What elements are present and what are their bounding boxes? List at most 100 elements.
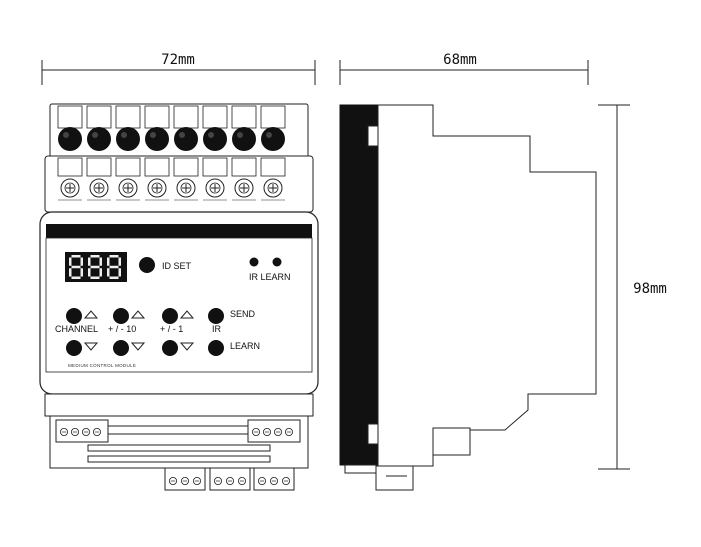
learn-led-indicator [272, 257, 282, 267]
learn-label: LEARN [230, 341, 260, 351]
middle-rib [202, 157, 228, 177]
digit-segment [88, 257, 91, 266]
side-front-foot [344, 464, 378, 474]
channel-down-button[interactable] [66, 340, 82, 356]
side-front-face [339, 104, 379, 466]
height-label: 98mm [633, 281, 667, 297]
terminal-cap [116, 127, 140, 151]
side-front-notch-bottom [367, 423, 379, 445]
plus-minus-10-down-arrow-icon [130, 342, 146, 351]
plus-minus-1-label: + / - 1 [160, 324, 183, 334]
top-terminal-caps [58, 127, 285, 151]
middle-rib [57, 157, 83, 177]
terminal-cap-highlight [266, 132, 272, 138]
plus-minus-1-up-button[interactable] [162, 308, 178, 324]
terminal-cap [87, 127, 111, 151]
digit-segment [109, 265, 119, 269]
digit-segment [109, 255, 119, 258]
middle-terminal-ribs [57, 157, 286, 177]
width-label: 72mm [161, 52, 195, 68]
top-rib [57, 105, 83, 129]
digit-segment [69, 257, 72, 266]
top-screw-terminals [58, 178, 285, 201]
digit-segment [109, 276, 119, 279]
display-digits [69, 255, 121, 279]
top-rib [260, 105, 286, 129]
plus-minus-10-label: + / - 10 [108, 324, 136, 334]
digit-segment [99, 268, 102, 277]
bottom-connector-side [375, 465, 414, 491]
channel-down-arrow-icon [83, 342, 99, 351]
digit-segment [90, 255, 100, 258]
terminal-cap-highlight [179, 132, 185, 138]
terminal-cap-highlight [208, 132, 214, 138]
plus-minus-10-down-button[interactable] [113, 340, 129, 356]
terminal-cap-highlight [63, 132, 69, 138]
middle-rib [86, 157, 112, 177]
side-body [377, 104, 597, 467]
top-rib [202, 105, 228, 129]
channel-up-arrow-icon [83, 310, 99, 319]
lower-body [44, 393, 314, 417]
middle-rib [260, 157, 286, 177]
channel-label: CHANNEL [55, 324, 98, 334]
terminal-cap [232, 127, 256, 151]
channel-up-button[interactable] [66, 308, 82, 324]
front-view: 888 ID SET IR LEARN SEND CHANNEL + / - 1… [39, 103, 319, 491]
plus-minus-10-up-arrow-icon [130, 310, 146, 319]
top-rib [86, 105, 112, 129]
learn-ir-button[interactable] [208, 340, 224, 356]
panel-top-band [46, 224, 312, 238]
din-latch [432, 427, 471, 456]
depth-label: 68mm [443, 52, 477, 68]
bottom-side-screws [60, 427, 293, 436]
terminal-cap [145, 127, 169, 151]
terminal-cap [261, 127, 285, 151]
terminal-cap [174, 127, 198, 151]
digit-segment [69, 268, 72, 277]
middle-rib [115, 157, 141, 177]
digit-segment [107, 257, 110, 266]
top-terminal-ribs [57, 105, 286, 129]
width-dimension: 72mm [41, 52, 316, 85]
terminal-cap-highlight [92, 132, 98, 138]
terminal-cap [203, 127, 227, 151]
side-front-notch-top [367, 125, 379, 147]
send-label: SEND [230, 309, 256, 319]
top-rib [144, 105, 170, 129]
din-slot-middle [87, 444, 271, 452]
digit-segment [71, 276, 81, 279]
seven-segment-display: 888 [65, 252, 127, 282]
terminal-cap-highlight [237, 132, 243, 138]
depth-dimension: 68mm [339, 52, 589, 85]
digit-segment [71, 265, 81, 269]
middle-rib [231, 157, 257, 177]
ir-learn-label: IR LEARN [249, 272, 291, 282]
din-slot-upper [107, 425, 249, 435]
digit-segment [118, 257, 121, 266]
digit-segment [90, 265, 100, 269]
height-dimension: 98mm [598, 104, 667, 470]
terminal-cap-highlight [121, 132, 127, 138]
bottom-connectors [164, 467, 295, 491]
terminal-cap [58, 127, 82, 151]
side-view [339, 104, 597, 491]
digit-segment [99, 257, 102, 266]
ir-label: IR [212, 324, 222, 334]
top-rib [115, 105, 141, 129]
id-set-label: ID SET [162, 261, 192, 271]
digit-segment [80, 268, 83, 277]
top-rib [173, 105, 199, 129]
send-ir-button[interactable] [208, 308, 224, 324]
middle-rib [144, 157, 170, 177]
plus-minus-1-up-arrow-icon [179, 310, 195, 319]
din-slot-lower [87, 455, 271, 463]
id-set-button[interactable] [139, 257, 155, 273]
plus-minus-1-down-button[interactable] [162, 340, 178, 356]
middle-rib [173, 157, 199, 177]
digit-segment [71, 255, 81, 258]
plus-minus-1-down-arrow-icon [179, 342, 195, 351]
digit-segment [107, 268, 110, 277]
plus-minus-10-up-button[interactable] [113, 308, 129, 324]
